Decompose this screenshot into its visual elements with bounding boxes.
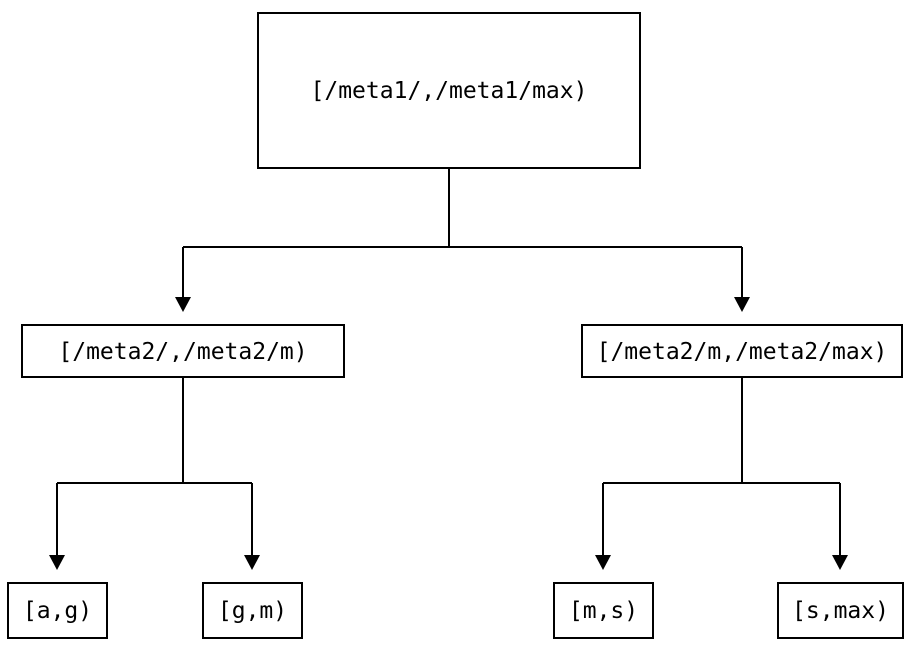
arrowhead-icon-right-leaf-smax [832,555,848,570]
arrowhead-icon-root-left [175,297,191,312]
edge-left-to-leaves-line [56,377,253,555]
node-leaf-ag: [a,g) [7,582,108,639]
edge-group-root-to-children [175,168,750,312]
node-leaf-gm: [g,m) [202,582,303,639]
node-leaf-ms: [m,s) [553,582,654,639]
arrowhead-icon-left-leaf-gm [244,555,260,570]
edge-right-to-leaves-line [602,377,841,555]
node-leaf-ag-label: [a,g) [23,598,92,624]
arrowhead-icon-root-right [734,297,750,312]
node-left-box [21,324,345,378]
node-leaf-ms-box [553,582,654,639]
node-leaf-ms-label: [m,s) [569,598,638,624]
node-left-label: [/meta2/,/meta2/m) [58,339,307,365]
node-right: [/meta2/m,/meta2/max) [581,324,903,378]
node-leaf-ag-box [7,582,108,639]
node-leaf-gm-box [202,582,303,639]
node-right-box [581,324,903,378]
edge-group-left-to-leaves [49,377,260,570]
arrowhead-icon-right-leaf-ms [595,555,611,570]
node-left: [/meta2/,/meta2/m) [21,324,345,378]
node-root: [/meta1/,/meta1/max) [257,12,641,169]
node-root-label: [/meta1/,/meta1/max) [311,78,588,104]
edge-group-right-to-leaves [595,377,848,570]
node-root-box [257,12,641,169]
arrowhead-icon-left-leaf-ag [49,555,65,570]
node-leaf-gm-label: [g,m) [218,598,287,624]
edge-root-to-children-line [182,168,743,298]
node-leaf-smax-label: [s,max) [792,598,889,624]
node-leaf-smax: [s,max) [777,582,904,639]
node-right-label: [/meta2/m,/meta2/max) [597,339,888,365]
node-leaf-smax-box [777,582,904,639]
